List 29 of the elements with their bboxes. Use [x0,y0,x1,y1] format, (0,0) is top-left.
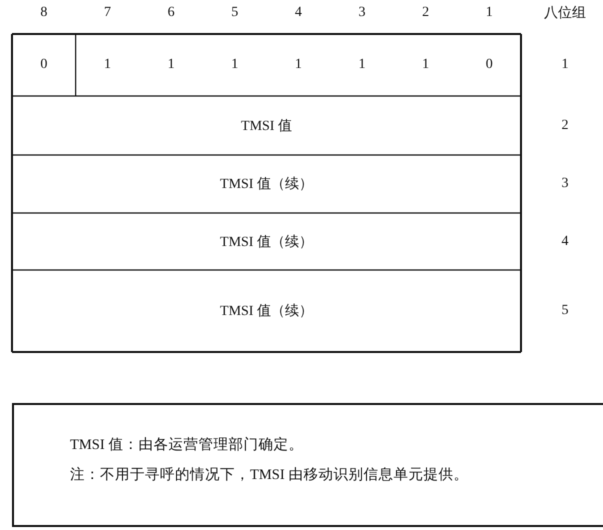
bit-number: 6 [168,5,175,21]
field-label: TMSI 值（续） [220,302,313,320]
bit-value: 0 [486,57,493,73]
bit-number: 8 [40,5,48,21]
octet-number: 2 [562,118,568,134]
field-label: TMSI 值（续） [220,234,313,250]
field-label: TMSI 值 [241,118,292,134]
bit-value: 1 [422,57,430,73]
bit-value: 1 [231,57,238,73]
bit-number: 7 [104,5,111,21]
bit-value: 1 [104,57,111,73]
bit-value: 1 [168,57,175,73]
field-label: TMSI 值（续） [220,176,313,193]
octet-number: 4 [562,234,568,250]
bit-number: 4 [294,5,302,21]
bit-number: 3 [358,5,366,21]
bit-number: 2 [422,5,430,21]
octet-number: 5 [562,303,568,319]
bit-value: 1 [294,57,302,73]
note-box [12,403,603,527]
octet-number: 1 [562,57,568,73]
bit-number: 1 [486,5,493,21]
bit-value: 1 [358,57,366,73]
bit-value: 0 [40,57,48,73]
octet-number: 3 [562,176,568,192]
note-text: TMSI 值：由各运营管理部门确定。 [70,436,304,454]
column-header: 八位组 [544,4,586,22]
bit-number: 5 [231,5,238,21]
note-text: 注：不用于寻呼的情况下，TMSI 由移动识别信息单元提供。 [70,466,468,484]
